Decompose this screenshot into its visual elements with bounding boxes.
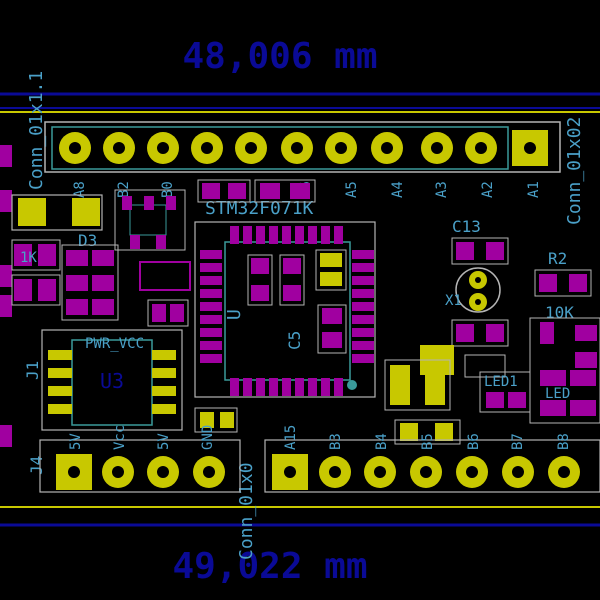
pad-hole: [381, 142, 393, 154]
pin-label: B8: [556, 433, 572, 450]
led-ref: LED: [545, 386, 570, 402]
pin-label: A15: [283, 425, 299, 450]
pin-label: A3: [434, 181, 450, 198]
pad-hole: [475, 142, 487, 154]
pad-hole: [524, 142, 536, 154]
pad-hole: [157, 142, 169, 154]
pin-label: B4: [374, 433, 390, 450]
j4-ref: J4: [27, 456, 46, 475]
left-edge-pads[interactable]: [0, 145, 12, 447]
dimension-top-label: 48,006 mm: [182, 36, 377, 77]
pin-label: B6: [466, 433, 482, 450]
pin-label: A1: [526, 181, 542, 198]
small-cap-left[interactable]: [139, 261, 191, 327]
bottom-header-pads[interactable]: [56, 454, 580, 490]
r2-ref: R2: [548, 249, 567, 268]
cap-value: 1K: [20, 250, 37, 266]
pad-hole: [113, 142, 125, 154]
pad-hole: [335, 142, 347, 154]
pad-hole: [245, 142, 257, 154]
d3-courtyard: [11, 194, 103, 231]
small-cap-bottom[interactable]: [194, 407, 238, 433]
conn-top-right-ref: Conn_01x02: [564, 117, 585, 225]
middle-caps[interactable]: [384, 359, 461, 445]
pin-label: B5: [420, 433, 436, 450]
dimension-bottom[interactable]: 49,022 mm: [0, 523, 600, 587]
d3-ref: D3: [78, 231, 97, 250]
r2-value: 10K: [545, 303, 574, 322]
sot-component[interactable]: [114, 189, 186, 251]
top-header-fab: [51, 126, 509, 170]
top-header-pads[interactable]: [59, 130, 548, 166]
mcu-value: STM32F071K: [205, 198, 314, 219]
x1-ref: X1: [445, 293, 462, 309]
pad-hole: [291, 142, 303, 154]
crystal-x1[interactable]: X1: [445, 267, 501, 313]
d3-pad[interactable]: [18, 198, 46, 226]
c13-ref: C13: [452, 217, 481, 236]
board-outline: [0, 111, 600, 508]
cap-c13[interactable]: C13: [451, 217, 509, 265]
pad-hole: [201, 142, 213, 154]
left-passives[interactable]: 1K: [11, 239, 119, 321]
dimension-bottom-label: 49,022 mm: [172, 546, 367, 587]
pin-label: A2: [480, 181, 496, 198]
pin-label: 5V: [68, 433, 84, 450]
mcu-ref: U: [224, 309, 245, 320]
pin-label: A5: [344, 181, 360, 198]
conn-bottom-ref: Conn_01x0: [236, 462, 257, 560]
mcu-top-caps[interactable]: [197, 179, 316, 203]
led-area[interactable]: LED1 LED: [479, 317, 600, 424]
pin-label: B3: [328, 433, 344, 450]
led1-ref: LED1: [484, 374, 518, 390]
mcu-inner-caps[interactable]: [247, 249, 347, 354]
pin1-marker: [347, 380, 357, 390]
resistor-r2[interactable]: R2 10K: [534, 249, 592, 322]
bottom-header-right-courtyard: [264, 439, 600, 493]
mcu-footprint[interactable]: [194, 221, 376, 398]
c5-ref: C5: [285, 331, 304, 350]
pin-label: GND: [200, 425, 216, 450]
j1-ref: J1: [23, 361, 42, 380]
pin-label: Vcc: [112, 425, 128, 450]
pad-hole: [431, 142, 443, 154]
pin-label: B7: [510, 433, 526, 450]
pin-label: A4: [390, 181, 406, 198]
bottom-header-left-courtyard: [39, 439, 241, 493]
conn-top-left-ref: Conn_01x1.1: [26, 71, 47, 190]
regulator-u3[interactable]: U3: [41, 329, 183, 431]
dimension-top[interactable]: 48,006 mm: [0, 36, 600, 109]
u3-ref: U3: [100, 369, 124, 393]
pin-label: A8: [72, 181, 88, 198]
d3-pad[interactable]: [72, 198, 100, 226]
pad-hole: [69, 142, 81, 154]
pwr-net-label: PWR_VCC: [85, 336, 144, 352]
pin-label: 5V: [156, 433, 172, 450]
top-header-courtyard: [44, 121, 561, 173]
bottom-header-pin-labels: 5V Vcc 5V GND A15 B3 B4 B5 B6 B7 B8: [68, 425, 572, 450]
